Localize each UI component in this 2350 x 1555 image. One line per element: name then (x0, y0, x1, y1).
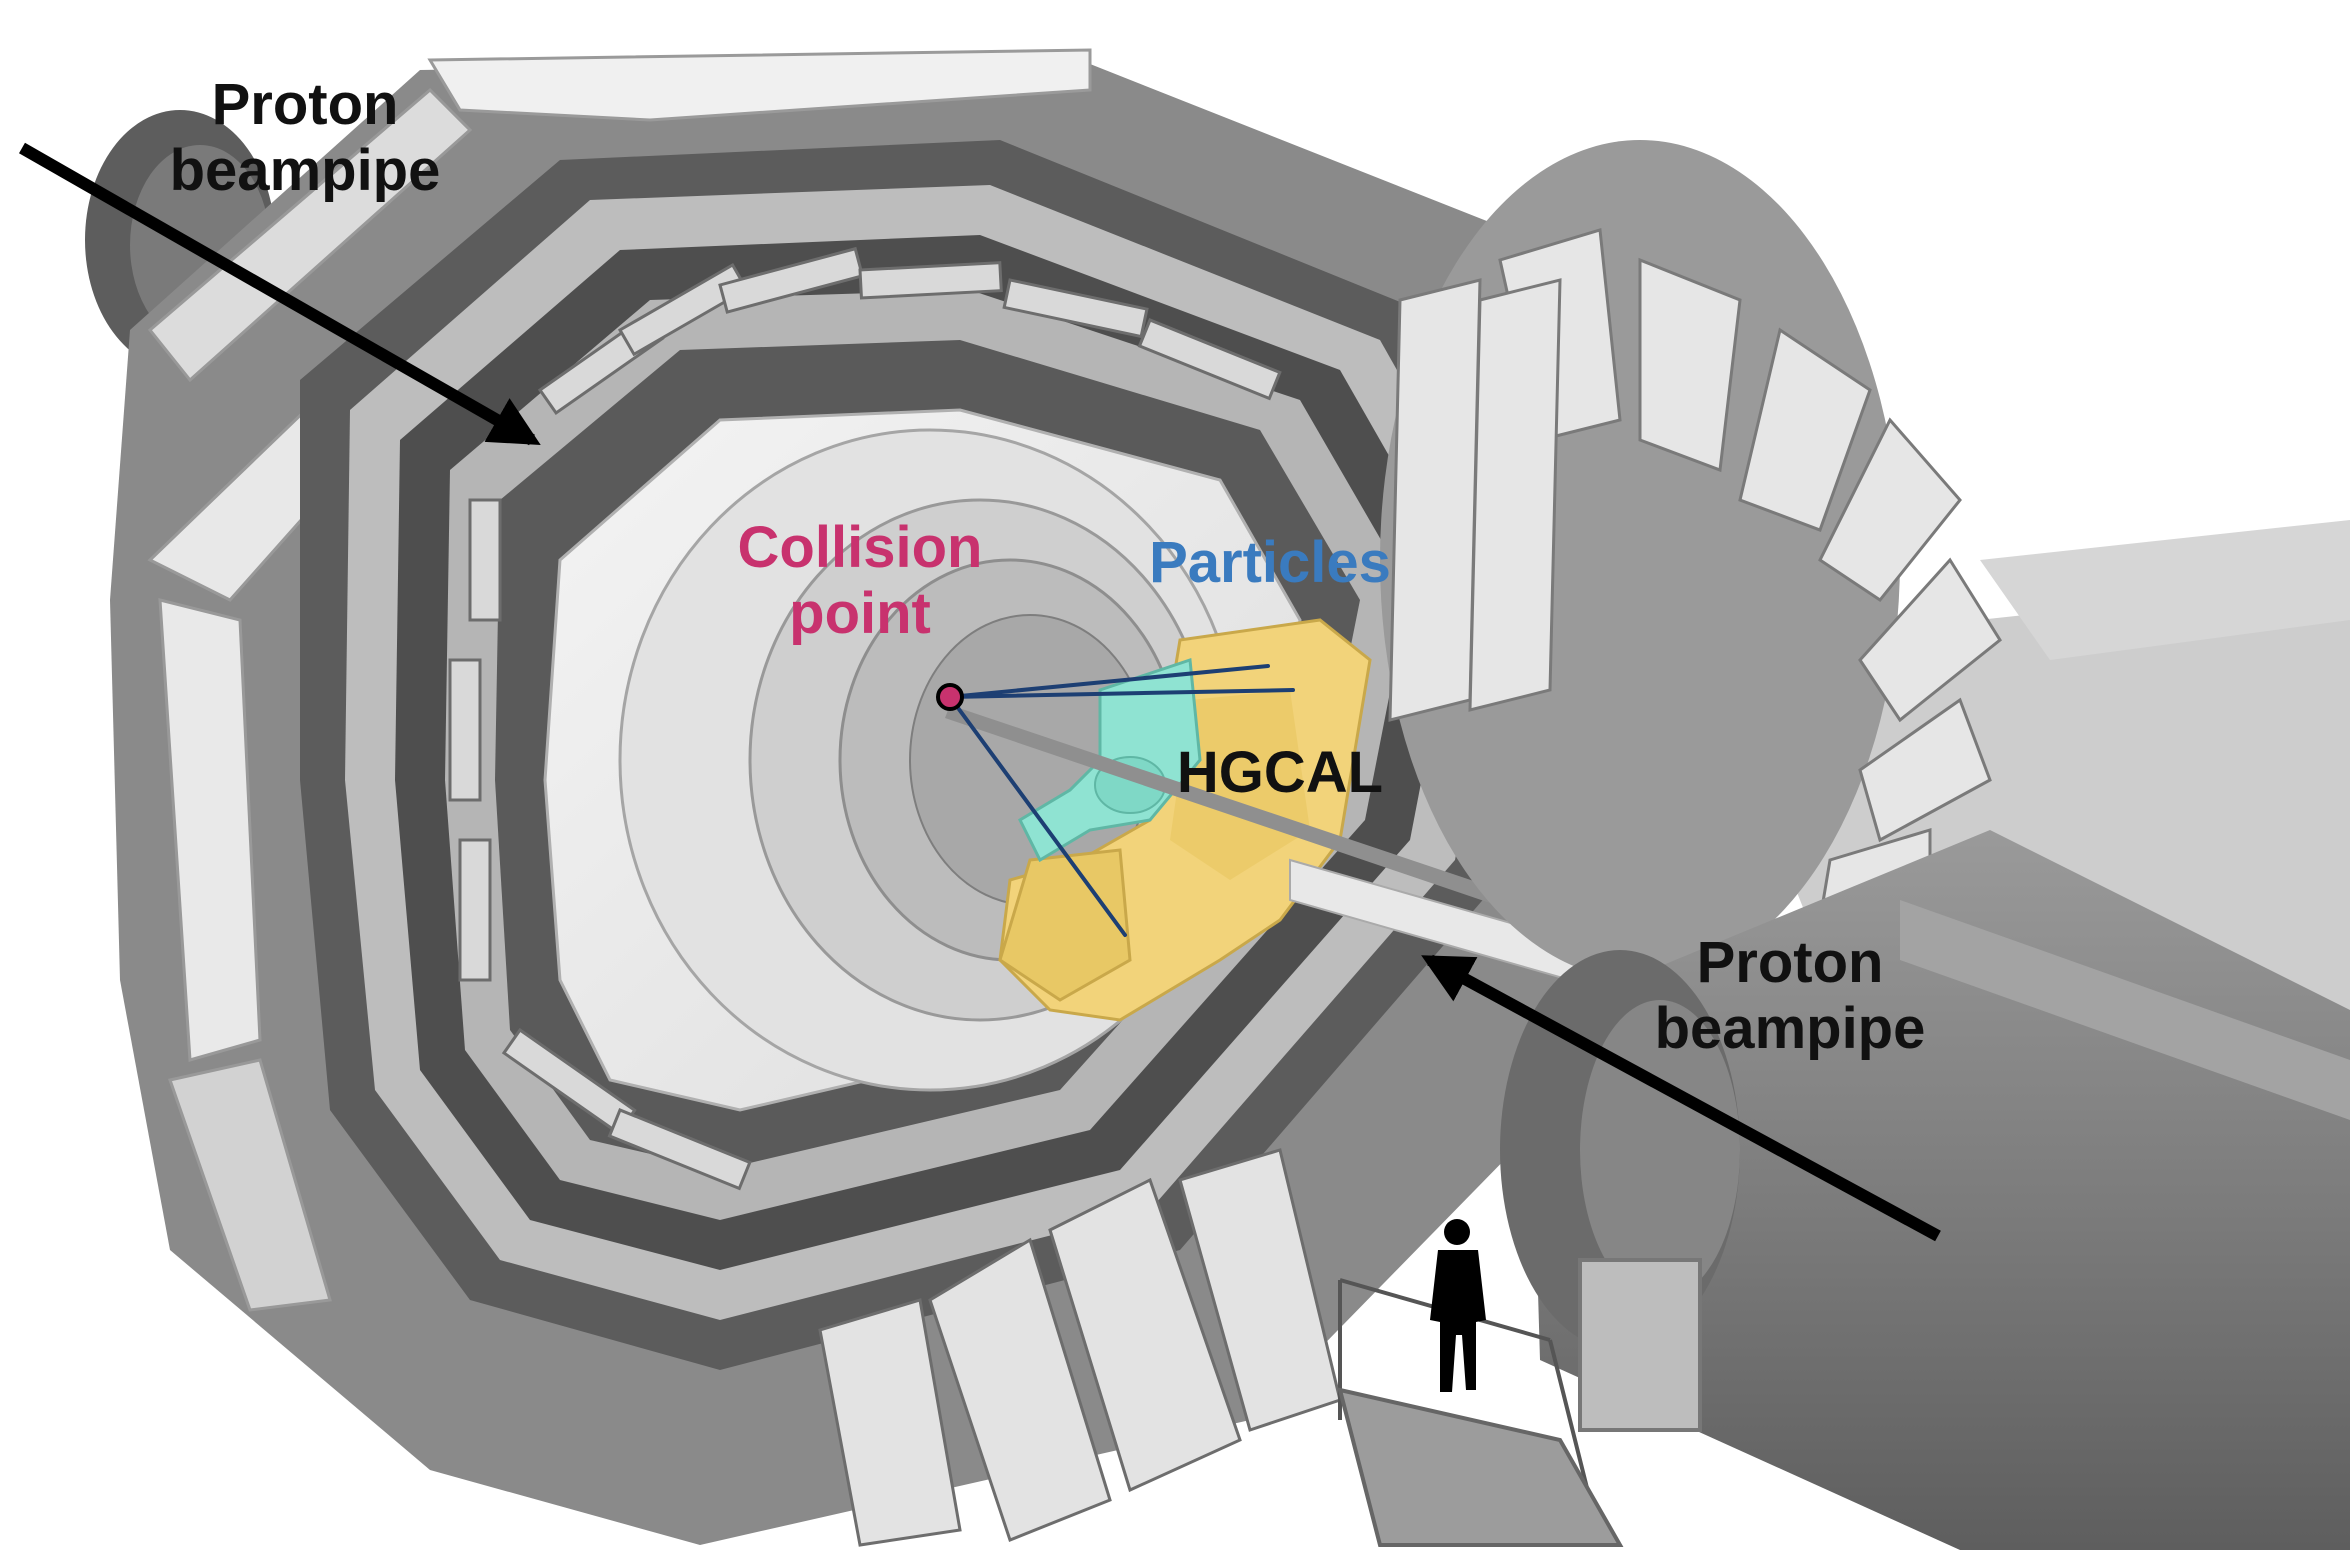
right-proton-arrow (1421, 954, 1941, 1242)
right-proton-beampipe-label: Proton beampipe (1620, 930, 1960, 1062)
particle-track-3 (948, 695, 1127, 937)
collision-label-line1: Collision (737, 515, 983, 580)
endcap-wedges (1388, 228, 2002, 922)
muon-chamber-slats (448, 246, 1282, 1191)
person-silhouette-icon (1430, 1219, 1486, 1392)
particle-track-1 (948, 664, 1270, 699)
left-proton-beampipe-label: Proton beampipe (140, 72, 470, 204)
right-proton-label-line2: beampipe (1654, 996, 1926, 1061)
particle-tracks (948, 664, 1295, 937)
left-proton-arrow (19, 142, 541, 446)
particles-label: Particles (1149, 530, 1391, 595)
hgcal-endcap (998, 618, 1372, 1022)
service-platform (1337, 1258, 1702, 1547)
right-beampipe-cylinder (1500, 830, 2350, 1550)
lower-wedges (818, 1148, 1342, 1547)
floor-shadow-2 (1980, 520, 2350, 660)
collision-label-line2: point (789, 581, 931, 646)
beam-pipe (945, 705, 1560, 925)
left-proton-label-line1: Proton (211, 72, 399, 137)
right-proton-label-line1: Proton (1696, 930, 1884, 995)
collision-point-marker-icon (936, 683, 964, 711)
hgcal-label: HGCAL (1176, 740, 1384, 805)
left-proton-label-line2: beampipe (169, 138, 441, 203)
particle-track-2 (948, 688, 1295, 699)
collision-point-label: Collision point (710, 515, 1010, 647)
